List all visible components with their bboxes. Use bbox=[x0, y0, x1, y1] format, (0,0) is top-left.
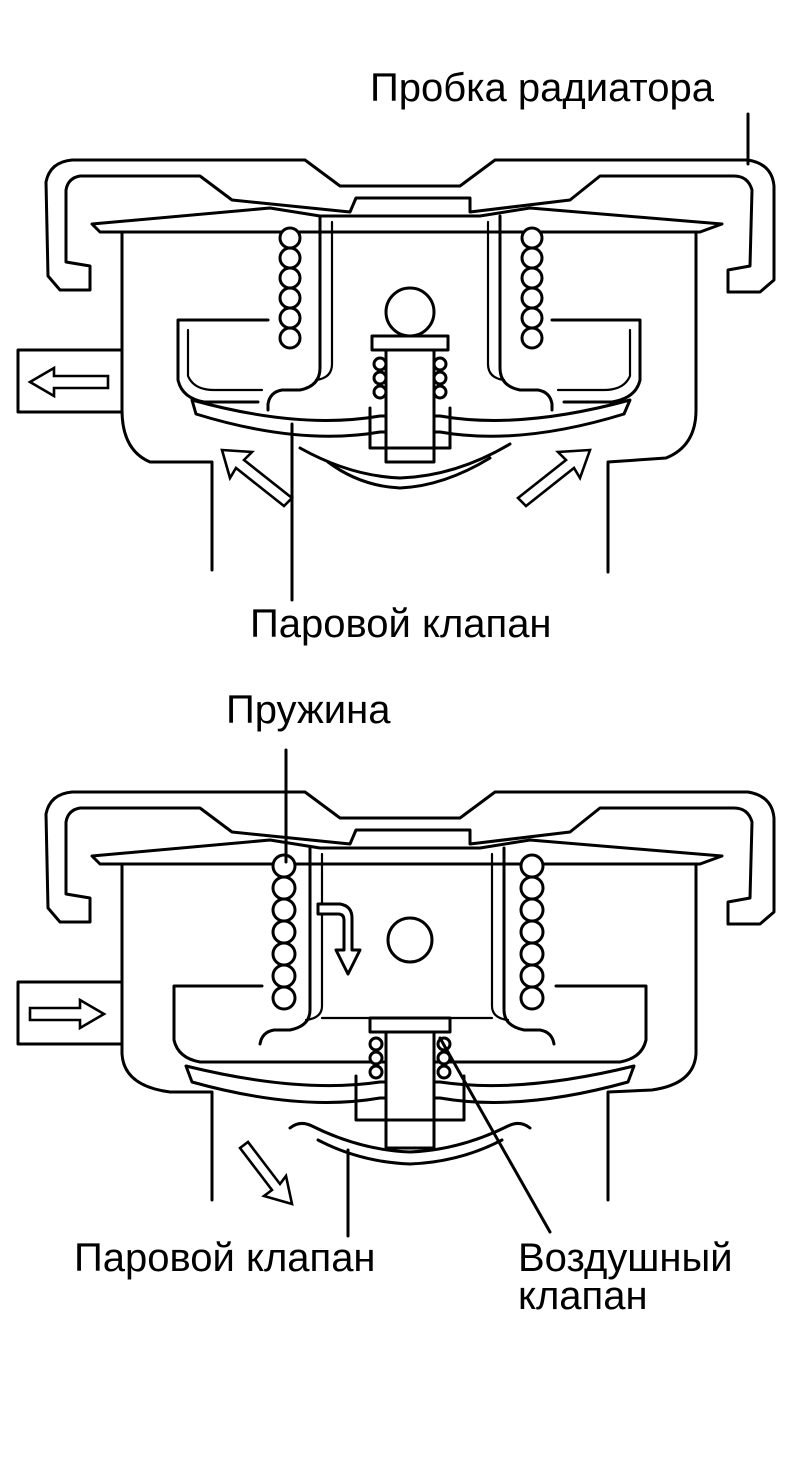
top-stem-collar bbox=[368, 406, 452, 450]
top-dish-inner bbox=[186, 328, 632, 392]
bottom-gasket bbox=[90, 838, 724, 866]
radiator-cap-label: Пробка радиатора bbox=[370, 66, 715, 110]
top-spring-right bbox=[520, 226, 544, 350]
bottom-curved-arrow bbox=[316, 902, 362, 976]
bottom-spring-left bbox=[271, 853, 297, 1011]
top-cap-shell bbox=[44, 158, 776, 294]
top-stem-cap bbox=[370, 334, 450, 352]
top-spring-left bbox=[278, 226, 302, 350]
top-overflow-pipe bbox=[16, 348, 124, 414]
top-flow-arrow-right bbox=[516, 448, 592, 508]
bottom-spring-right bbox=[519, 853, 545, 1011]
top-center-cup bbox=[266, 214, 554, 412]
air-valve-label-line2: клапан bbox=[518, 1274, 648, 1318]
bottom-overflow-pipe bbox=[16, 980, 124, 1046]
top-gasket bbox=[90, 206, 724, 234]
bottom-neck-housing bbox=[120, 862, 698, 1202]
bottom-cap-assembly bbox=[16, 790, 776, 1202]
bottom-stem-cap bbox=[368, 1016, 452, 1034]
top-flow-arrow-left bbox=[220, 448, 294, 508]
top-small-spring bbox=[372, 356, 448, 400]
bottom-vacuum-dish bbox=[288, 1121, 532, 1166]
bottom-cap-shell bbox=[44, 790, 776, 926]
top-outflow-arrow bbox=[27, 365, 110, 399]
air-valve-label-line1: Воздушный bbox=[518, 1236, 733, 1280]
steam-valve-top-label: Паровой клапан bbox=[250, 602, 552, 646]
top-cap-assembly bbox=[16, 158, 776, 574]
bottom-stem-collar bbox=[354, 1074, 466, 1122]
bottom-center-cup bbox=[258, 846, 556, 1046]
air-valve-leader bbox=[438, 1036, 552, 1234]
spring-label: Пружина bbox=[226, 688, 391, 732]
top-center-cup-inner bbox=[314, 220, 506, 382]
top-lower-dish bbox=[298, 442, 512, 490]
top-valve-ball bbox=[384, 286, 436, 338]
steam-valve-bottom-label: Паровой клапан bbox=[74, 1236, 376, 1280]
bottom-valve-stem bbox=[384, 1022, 436, 1150]
top-dish bbox=[176, 318, 642, 404]
top-valve-stem bbox=[384, 342, 436, 464]
bottom-inflow-arrow bbox=[28, 997, 107, 1031]
bottom-flow-arrow-left bbox=[238, 1140, 294, 1206]
bottom-vent-hole bbox=[386, 916, 434, 964]
